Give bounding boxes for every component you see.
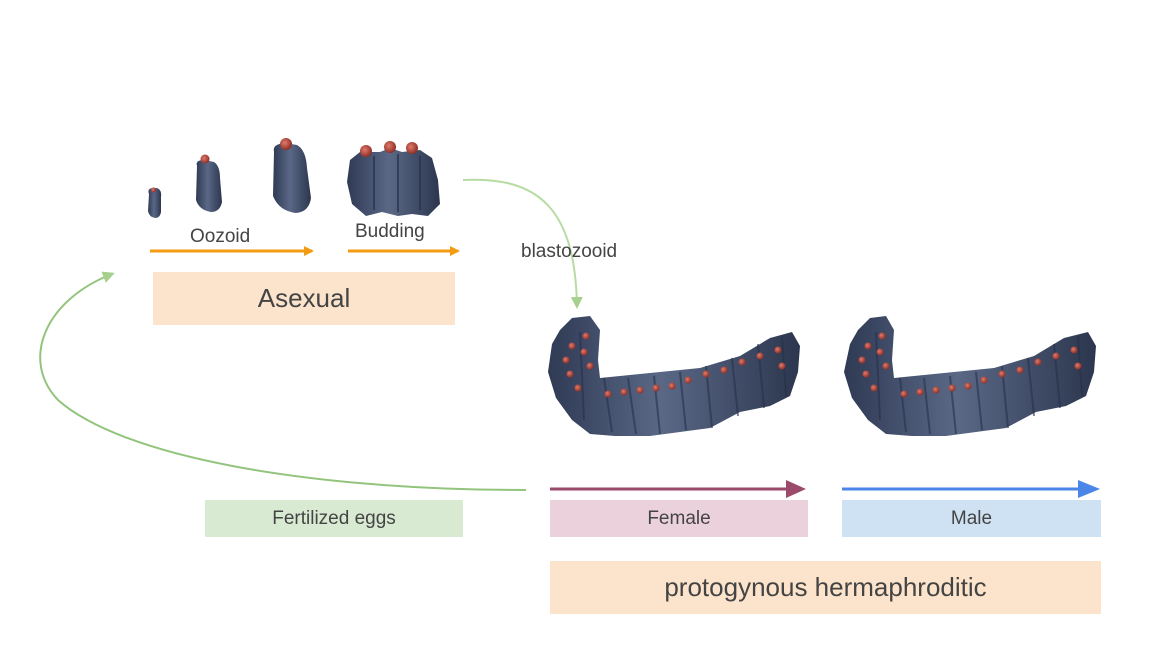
asexual-box: Asexual — [153, 272, 455, 325]
zooid-large-icon — [273, 138, 311, 213]
asexual-label: Asexual — [257, 283, 351, 313]
blastozooid-colony-icon — [844, 316, 1096, 436]
zooid-medium-icon — [196, 154, 222, 212]
oozoid-stage-icon — [148, 138, 311, 218]
fertilized-eggs-box: Fertilized eggs — [205, 500, 463, 537]
hermaphroditic-label: protogynous hermaphroditic — [664, 572, 987, 602]
hermaphroditic-box: protogynous hermaphroditic — [550, 561, 1101, 614]
male-label: Male — [950, 507, 993, 529]
female-box: Female — [550, 500, 808, 537]
blastozooid-colony-icon — [548, 316, 800, 436]
fertilized-eggs-label: Fertilized eggs — [272, 507, 396, 529]
zooid-small-icon — [148, 187, 162, 218]
budding-label: Budding — [355, 221, 425, 242]
blastozooid-arrow — [462, 178, 583, 309]
blastozooid-label: blastozooid — [521, 241, 618, 262]
fertilized-eggs-arrow — [39, 271, 527, 491]
male-arrow — [842, 480, 1100, 498]
male-box: Male — [842, 500, 1101, 537]
oozoid-label: Oozoid — [190, 226, 251, 247]
female-arrow — [550, 480, 806, 498]
budding-chain-icon — [347, 141, 440, 216]
female-label: Female — [647, 507, 711, 529]
